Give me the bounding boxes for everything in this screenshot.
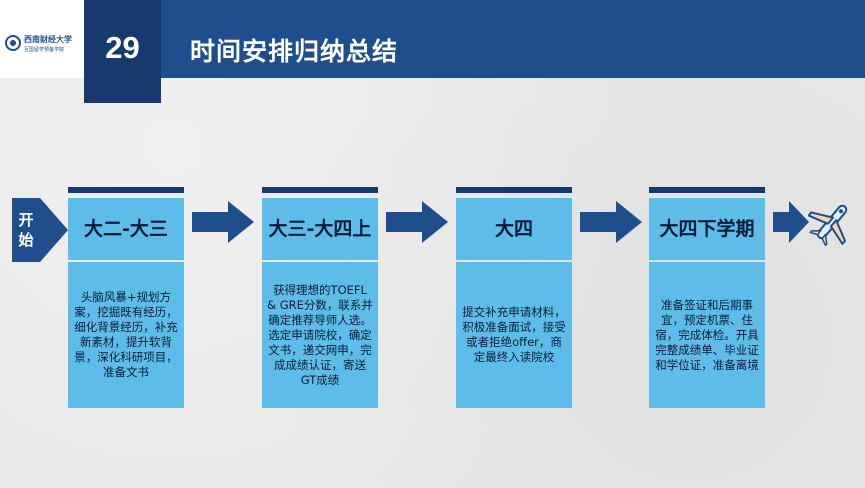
page-title: 时间安排归纳总结 xyxy=(190,37,399,66)
right-arrow-icon xyxy=(580,201,642,243)
stage-3-title: 大四 xyxy=(456,198,572,260)
slide-number: 29 xyxy=(84,0,161,103)
stage-1-topbar xyxy=(68,187,184,193)
start-label: 开始 xyxy=(18,211,34,249)
stage-3-topbar xyxy=(456,187,572,193)
logo-area: 西南财经大学 互国留学预备学院 xyxy=(0,0,84,78)
logo-subtitle: 互国留学预备学院 xyxy=(24,47,65,53)
stage-2-title: 大三-大四上 xyxy=(262,198,378,260)
right-arrow-icon xyxy=(773,201,809,243)
start-marker-tip xyxy=(40,198,68,262)
stage-1-title: 大二-大三 xyxy=(68,198,184,260)
stage-4-topbar xyxy=(649,187,765,193)
right-arrow-icon xyxy=(192,201,254,243)
university-seal-icon xyxy=(5,35,21,51)
stage-4-body: 准备签证和后期事宜，预定机票、住宿，完成体检。开具完整成绩单、毕业证和学位证，准… xyxy=(649,262,765,408)
stage-4-title: 大四下学期 xyxy=(649,198,765,260)
right-arrow-icon xyxy=(386,201,448,243)
stage-3-body: 提交补充申请材料，积极准备面试，接受或者拒绝offer，商定最终入读院校 xyxy=(456,262,572,408)
airplane-icon xyxy=(808,204,848,246)
logo-name: 西南财经大学 xyxy=(24,34,72,44)
stage-1-body: 头脑风暴+规划方案，挖掘既有经历，细化背景经历，补充新素材，提升软背景，深化科研… xyxy=(68,262,184,408)
start-marker xyxy=(12,198,40,262)
stage-2-body: 获得理想的TOEFL & GRE分数，联系并确定推荐导师人选。选定申请院校，确定… xyxy=(262,262,378,408)
stage-2-topbar xyxy=(262,187,378,193)
